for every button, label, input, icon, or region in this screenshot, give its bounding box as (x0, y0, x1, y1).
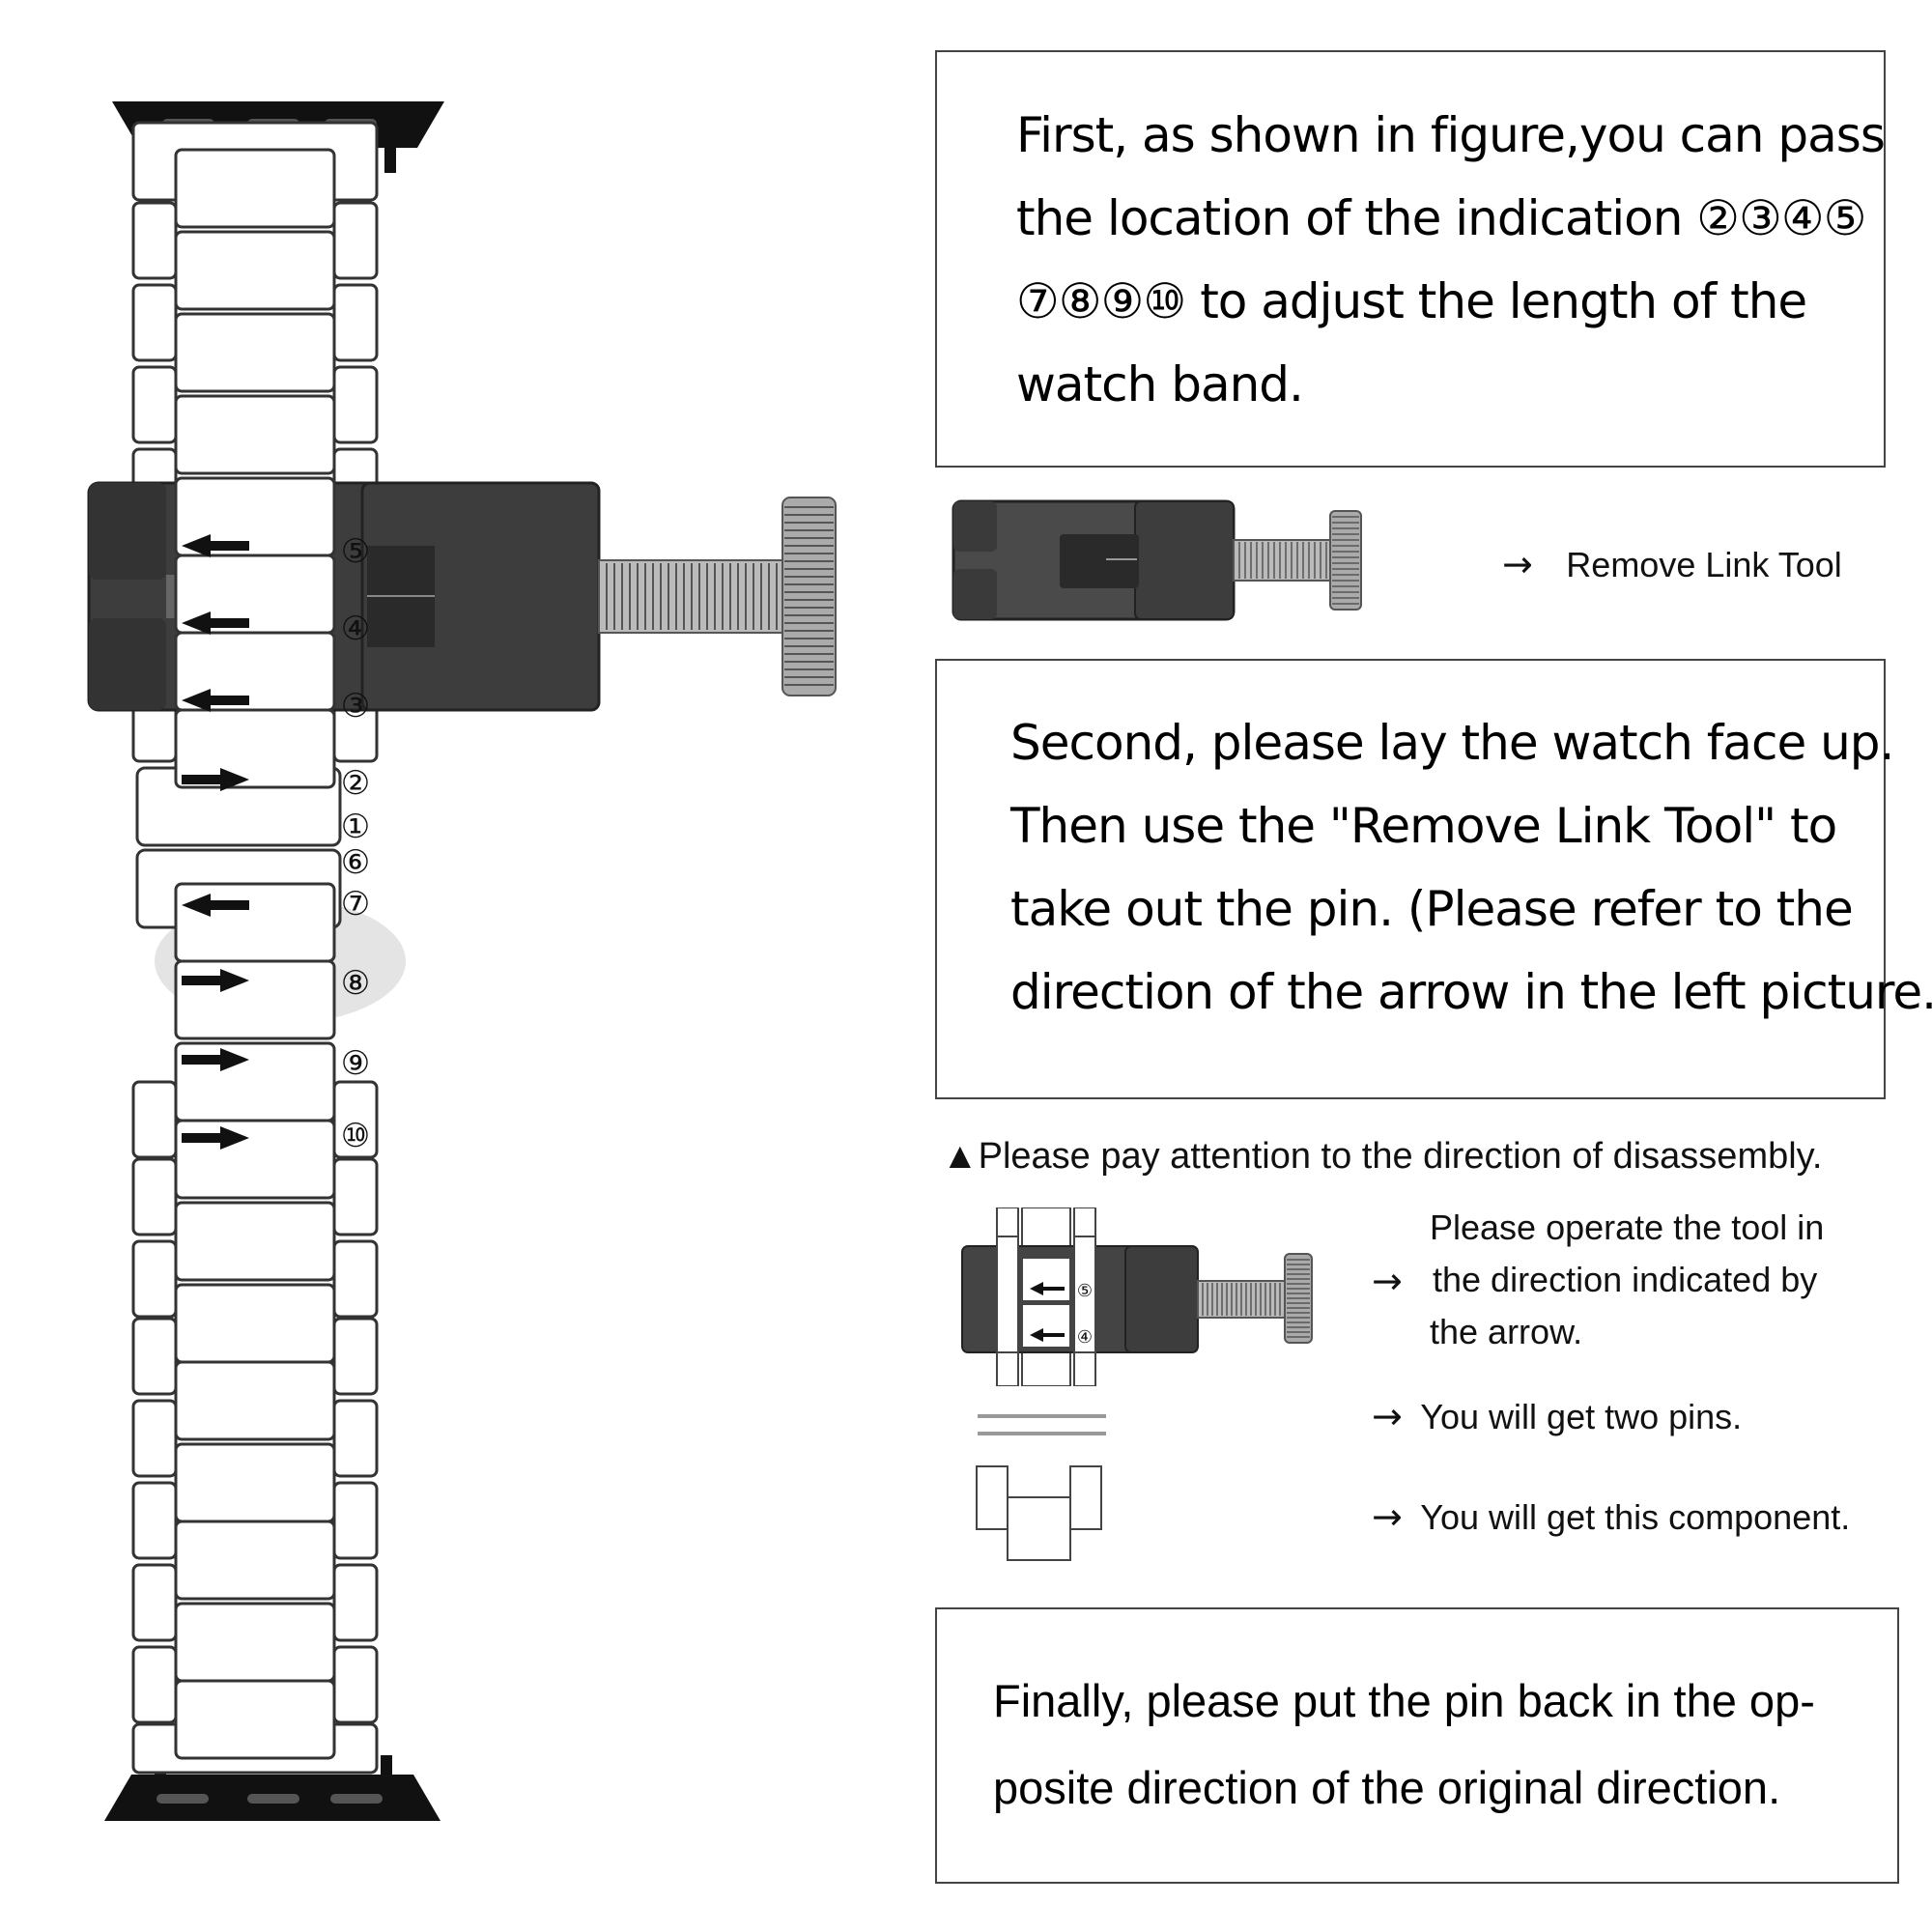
outer-link-left (131, 1481, 178, 1560)
outer-link-right (332, 1481, 379, 1560)
band-front-links (135, 148, 342, 1760)
outer-link-right (332, 283, 379, 362)
outer-link-left (131, 1157, 178, 1236)
center-link (174, 1360, 336, 1441)
outer-link-right (332, 1645, 379, 1724)
step2-line4: direction of the arrow in the left pictu… (1010, 964, 1932, 1020)
outer-link-right (332, 1399, 379, 1478)
outer-link-right (332, 365, 379, 444)
note-pins: → You will get two pins. (1372, 1395, 1742, 1437)
step1-line3: ⑦⑧⑨⑩ to adjust the length of the (1016, 273, 1807, 329)
arrow-left (182, 534, 249, 557)
center-link (174, 1283, 336, 1364)
outer-link-left (131, 1563, 178, 1642)
outer-link-left (131, 283, 178, 362)
outer-link-left (131, 365, 178, 444)
center-link (174, 959, 336, 1040)
center-link (174, 1679, 336, 1760)
note-operate-line3: the arrow. (1430, 1312, 1583, 1351)
outer-link-right (332, 1080, 379, 1159)
step3-line1: Finally, please put the pin back in the … (993, 1675, 1815, 1726)
step1-line1: First, as shown in figure,you can pass (1016, 107, 1886, 163)
tool-illustration (952, 497, 1367, 628)
outer-link-left (131, 1317, 178, 1396)
link-marker: ② (341, 764, 370, 803)
outer-link-right (332, 1317, 379, 1396)
note-operate-line2: the direction indicated by (1433, 1260, 1818, 1299)
arrow-right (182, 1126, 249, 1150)
tool-legend-arrow: → (1502, 543, 1533, 585)
note-operate-line1: Please operate the tool in (1430, 1208, 1825, 1247)
note-component-arrow: → (1372, 1495, 1403, 1538)
outer-link-right (332, 1563, 379, 1642)
arrow-left (182, 611, 249, 635)
note-pins-arrow: → (1372, 1395, 1403, 1437)
arrow-left (182, 689, 249, 712)
step2-box: Second, please lay the watch face up. Th… (935, 659, 1932, 1099)
link-marker: ④ (341, 610, 370, 648)
tool-legend: → Remove Link Tool (1502, 543, 1842, 585)
outer-link-right (332, 1239, 379, 1319)
outer-link-left (131, 201, 178, 280)
outer-link-left (131, 1399, 178, 1478)
center-link (174, 1442, 336, 1523)
step1-line2: the location of the indication ②③④⑤ (1016, 190, 1867, 246)
link-marker: ⑨ (341, 1044, 370, 1083)
step2-line1: Second, please lay the watch face up. (1010, 715, 1894, 771)
outer-link-right (332, 1157, 379, 1236)
attention-note: ▲Please pay attention to the direction o… (942, 1136, 1823, 1177)
center-link (174, 1602, 336, 1683)
remove-link-tool (87, 481, 837, 712)
link-marker: ⑦ (341, 885, 370, 923)
center-link (174, 312, 336, 393)
center-link (174, 882, 336, 963)
step2-line3: take out the pin. (Please refer to the (1010, 881, 1854, 937)
link-marker: ⑤ (341, 532, 370, 571)
center-link (174, 1520, 336, 1601)
step2-line2: Then use the "Remove Link Tool" to (1010, 798, 1837, 854)
mini-marker-4: ④ (1077, 1327, 1093, 1348)
mini-tool-illustration: ⑤ ④ (956, 1207, 1323, 1387)
center-link (174, 230, 336, 311)
tool-legend-label: Remove Link Tool (1566, 545, 1842, 584)
center-link (174, 148, 336, 229)
arrow-right (182, 768, 249, 791)
step3-box: Finally, please put the pin back in the … (935, 1607, 1899, 1884)
center-link (174, 1201, 336, 1282)
mini-marker-5: ⑤ (1077, 1281, 1093, 1301)
note-operate-arrow: → (1372, 1260, 1403, 1302)
outer-link-right (332, 201, 379, 280)
outer-link-left (131, 1645, 178, 1724)
pins-illustration (976, 1410, 1111, 1439)
link-marker: ⑥ (341, 843, 370, 882)
link-markers: ⑤ ④ ③ ② ①⑥⑦ ⑧ ⑨ ⑩ (341, 532, 370, 1155)
step1-line4: watch band. (1016, 356, 1304, 412)
link-marker: ③ (341, 687, 370, 725)
link-marker: ① (341, 808, 370, 846)
note-component: → You will get this component. (1372, 1495, 1850, 1538)
link-marker: ⑩ (341, 1117, 370, 1155)
center-link (174, 394, 336, 475)
center-link (174, 1119, 336, 1200)
step1-box: First, as shown in figure,you can pass t… (935, 50, 1886, 468)
arrow-right (182, 969, 249, 992)
outer-link-left (131, 1080, 178, 1159)
note-pins-text: You will get two pins. (1420, 1397, 1743, 1436)
center-link (174, 708, 336, 789)
component-illustration (974, 1463, 1109, 1565)
arrow-right (182, 1048, 249, 1071)
outer-link-left (131, 1239, 178, 1319)
direction-arrows (182, 534, 249, 1150)
arrow-left (182, 894, 249, 917)
note-component-text: You will get this component. (1420, 1497, 1851, 1537)
link-marker: ⑧ (341, 964, 370, 1003)
step3-line2: posite direction of the original directi… (993, 1762, 1781, 1813)
